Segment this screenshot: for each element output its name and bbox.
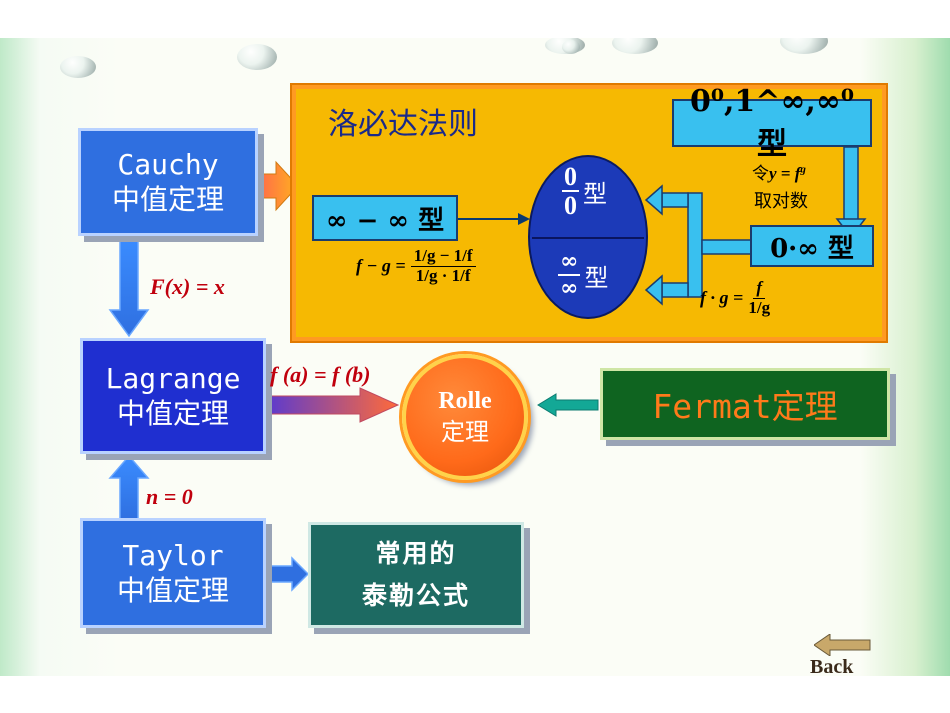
decorative-bubble: [562, 40, 580, 54]
arrow-taylor-to-formula: [267, 556, 310, 592]
taylor-line2: 中值定理: [116, 574, 229, 607]
take-log-note: 取对数: [754, 191, 808, 212]
arrow-cauchy-to-lhopital: [257, 160, 299, 212]
inf-inf-den: ∞: [560, 275, 579, 302]
taylor-formula-line2: 泰勒公式: [361, 581, 470, 610]
back-button[interactable]: Back: [806, 634, 878, 676]
cauchy-theorem-box: Cauchy 中值定理: [78, 128, 258, 236]
arrow-fermat-to-rolle: [537, 393, 599, 417]
taylor-theorem-box: Taylor 中值定理: [80, 518, 266, 628]
fermat-label: Fermat定理: [652, 387, 838, 426]
arrow-lagrange-to-rolle: [265, 387, 400, 423]
exponential-forms-label: 0⁰,1^∞,∞⁰ 型: [689, 83, 855, 162]
decorative-bubble: [60, 56, 96, 78]
taylor-line1: Taylor: [122, 539, 224, 572]
cauchy-line1: Cauchy: [117, 148, 219, 181]
rolle-theorem-circle: Rolle 定理: [402, 354, 528, 480]
decorative-bubble: [237, 44, 277, 70]
back-arrow-icon: [814, 634, 871, 656]
fmg-lhs: f − g =: [356, 255, 406, 276]
decorative-bubble: [780, 38, 828, 54]
zero-times-inf-box: 0·∞ 型: [750, 225, 874, 267]
let-sup: g: [800, 163, 806, 176]
cauchy-line2: 中值定理: [111, 183, 224, 216]
back-label: Back: [810, 656, 854, 676]
arrow-cauchy-to-lagrange: [108, 237, 150, 338]
zero-zero-type: 型: [583, 179, 607, 208]
zero-over-zero: 0 0 型: [562, 163, 607, 220]
exponential-forms-box: 0⁰,1^∞,∞⁰ 型: [672, 84, 872, 162]
zero-times-inf-label: 0·∞ 型: [770, 233, 854, 264]
inf-inf-num: ∞: [558, 248, 581, 277]
fg-lhs: f · g =: [700, 287, 744, 308]
condition-taylor: n = 0: [146, 484, 193, 509]
taylor-formula-line1: 常用的: [375, 538, 457, 568]
condition-cauchy: F(x) = x: [150, 274, 225, 299]
let-expr: y = f: [769, 164, 801, 183]
lagrange-theorem-box: Lagrange 中值定理: [80, 338, 266, 454]
inf-inf-type: 型: [584, 263, 609, 292]
connector-arrows: [108, 160, 599, 592]
lagrange-line1: Lagrange: [105, 362, 241, 395]
rolle-line2: 定理: [441, 418, 489, 446]
fg-den: 1/g: [748, 297, 771, 317]
fmg-num: 1/g − 1/f: [410, 246, 476, 267]
ellipse-divider: [532, 237, 644, 239]
fmg-den: 1/g · 1/f: [415, 265, 471, 285]
lhopital-arrows: [458, 146, 867, 306]
rolle-line1: Rolle: [438, 387, 492, 414]
slide-background: 洛必达法则 0⁰,1^∞,∞⁰ 型 ∞ − ∞ 型 0 0 型 ∞ ∞ 型 0·…: [0, 38, 950, 676]
inf-over-inf: ∞ ∞ 型: [558, 248, 609, 302]
lagrange-line2: 中值定理: [116, 397, 229, 430]
condition-rolle: f (a) = f (b): [270, 362, 371, 387]
lhopital-panel: 洛必达法则 0⁰,1^∞,∞⁰ 型 ∞ − ∞ 型 0 0 型 ∞ ∞ 型 0·…: [292, 84, 886, 341]
lhopital-title: 洛必达法则: [328, 107, 478, 142]
inf-minus-inf-box: ∞ − ∞ 型: [312, 195, 458, 241]
common-taylor-formulas-box: 常用的 泰勒公式: [308, 522, 524, 628]
let-text: 令: [752, 164, 769, 184]
inf-minus-inf-label: ∞ − ∞ 型: [325, 205, 445, 236]
zero-zero-num: 0: [562, 162, 579, 193]
decorative-bubble: [612, 38, 658, 54]
fg-num: f: [753, 278, 766, 299]
zero-zero-den: 0: [564, 191, 577, 221]
arrow-taylor-to-lagrange: [108, 454, 150, 521]
fermat-theorem-box: Fermat定理: [600, 368, 890, 440]
substitution-note: 令y = fg: [752, 159, 806, 184]
